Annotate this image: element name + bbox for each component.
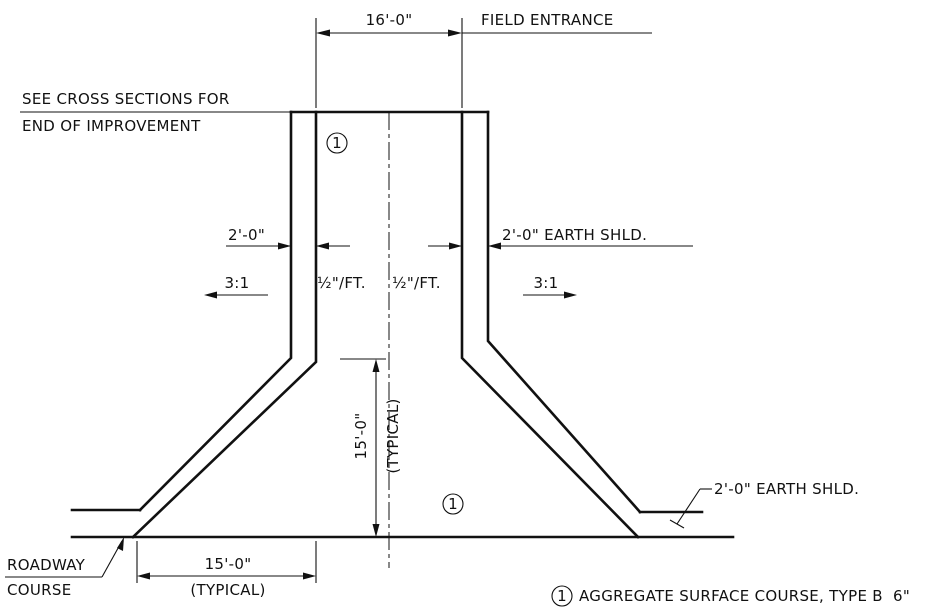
flare-height-note: (TYPICAL) [384, 398, 402, 473]
right-slope-label: 3:1 [533, 274, 558, 292]
flare-height-label: 15'-0" [352, 413, 370, 460]
course-label: COURSE [7, 581, 71, 599]
see-cross-sections-label: SEE CROSS SECTIONS FOR [22, 90, 230, 108]
flare-height-arrow-bottom [372, 524, 380, 537]
left-slope-arrow-head [204, 291, 217, 299]
cross-slope-labels: ½"/FT. ½"/FT. [317, 274, 441, 292]
left-slope-label: 3:1 [224, 274, 249, 292]
top-width-dimension: 16'-0" [315, 11, 463, 108]
field-entrance-label: FIELD ENTRANCE [481, 11, 614, 29]
right-shoulder-dimension: 2'-0" EARTH SHLD. [428, 226, 693, 250]
right-inner-surface-edge [460, 110, 640, 539]
roadway-course-callout: ROADWAY COURSE [5, 537, 124, 599]
flare-height-dimension: 15'-0" (TYPICAL) [340, 358, 402, 537]
legend-text: AGGREGATE SURFACE COURSE, TYPE B 6" [579, 587, 910, 605]
callout-marker-bottom: 1 [448, 495, 458, 513]
roadway-shoulder-tick [669, 519, 685, 529]
left-side-slope: 3:1 [204, 274, 268, 299]
flare-width-note: (TYPICAL) [190, 581, 265, 599]
left-shoulder-arrow-inner [316, 242, 329, 250]
flare-height-arrow-top [372, 359, 380, 372]
callout-circle-bottom [442, 493, 464, 515]
legend-marker: 1 [557, 587, 567, 605]
callout-marker-top: 1 [332, 134, 342, 152]
left-shoulder-dimension: 2'-0" [226, 226, 350, 250]
roadway-shoulder-leader-diag [676, 488, 701, 525]
roadway-shoulder-label: 2'-0" EARTH SHLD. [714, 480, 859, 498]
right-slope-arrow-head [564, 291, 577, 299]
roadway-shoulder-callout: 2'-0" EARTH SHLD. [669, 480, 859, 529]
entrance-outline [70, 110, 735, 539]
flare-width-label: 15'-0" [205, 555, 252, 573]
roadway-label: ROADWAY [7, 556, 86, 574]
flare-width-arrow-left [137, 572, 150, 580]
top-width-label: 16'-0" [366, 11, 413, 29]
right-shoulder-label: 2'-0" EARTH SHLD. [502, 226, 647, 244]
roadway-leader-arrow [117, 537, 124, 551]
legend: 1 AGGREGATE SURFACE COURSE, TYPE B 6" [551, 585, 910, 607]
legend-callout-circle [551, 585, 573, 607]
flare-width-arrow-right [303, 572, 316, 580]
right-shoulder-arrow-outer [488, 242, 501, 250]
top-dim-arrow-left [316, 29, 330, 37]
top-dim-arrow-right [448, 29, 462, 37]
flare-width-dimension: 15'-0" (TYPICAL) [136, 541, 317, 599]
left-inner-surface-edge [131, 110, 318, 539]
left-outer-shoulder-edge [138, 110, 293, 512]
right-cross-slope-label: ½"/FT. [392, 274, 441, 292]
left-cross-slope-label: ½"/FT. [317, 274, 366, 292]
end-of-improvement-label: END OF IMPROVEMENT [22, 117, 201, 135]
right-side-slope: 3:1 [523, 274, 577, 299]
left-shoulder-arrow-outer [278, 242, 291, 250]
right-shoulder-arrow-inner [449, 242, 462, 250]
left-shoulder-label: 2'-0" [228, 226, 265, 244]
right-outer-shoulder-edge [486, 110, 642, 514]
callout-circle-top [326, 132, 348, 154]
